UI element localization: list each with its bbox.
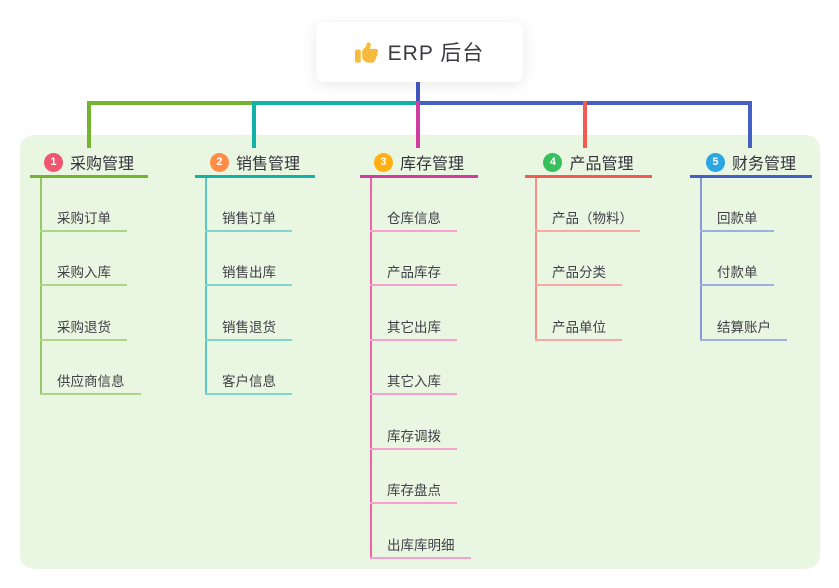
child-label: 销售退货 [222, 320, 276, 335]
branch-label: 销售管理 [235, 156, 300, 173]
child-node[interactable]: 产品库存 [370, 262, 457, 286]
child-node[interactable]: 库存盘点 [370, 480, 457, 504]
branch-underline [195, 175, 315, 178]
child-label: 销售订单 [222, 211, 276, 226]
branch-header-finance[interactable]: 5 财务管理 [690, 149, 812, 175]
badge-3: 3 [373, 152, 393, 172]
branch-underline [30, 175, 148, 178]
branch-spine [700, 178, 702, 341]
branch-purchase: 1 采购管理 采购订单 采购入库 采购退货 供应商信息 [30, 149, 148, 395]
child-label: 采购退货 [57, 320, 111, 335]
child-label: 回款单 [717, 211, 758, 226]
branch-label: 采购管理 [69, 156, 134, 173]
child-label: 采购订单 [57, 211, 111, 226]
branch-header-inventory[interactable]: 3 库存管理 [360, 149, 478, 175]
child-label: 产品库存 [387, 265, 441, 280]
child-label: 客户信息 [222, 374, 276, 389]
child-node[interactable]: 采购入库 [40, 262, 127, 286]
branch-finance: 5 财务管理 回款单 付款单 结算账户 [690, 149, 812, 341]
branch-header-product[interactable]: 4 产品管理 [525, 149, 652, 175]
badge-4: 4 [543, 152, 563, 172]
child-label: 采购入库 [57, 265, 111, 280]
branch-label: 产品管理 [569, 156, 634, 173]
child-node[interactable]: 其它入库 [370, 371, 457, 395]
child-node[interactable]: 采购退货 [40, 317, 127, 341]
child-node[interactable]: 产品（物料） [535, 208, 640, 232]
root-label: ERP 后台 [387, 42, 485, 65]
branch-inventory: 3 库存管理 仓库信息 产品库存 其它出库 其它入库 库存调拨 库存盘点 出库库… [360, 149, 478, 559]
connector-drop-finance [748, 101, 752, 148]
branch-spine [205, 178, 207, 395]
child-node[interactable]: 付款单 [700, 262, 774, 286]
branch-sales: 2 销售管理 销售订单 销售出库 销售退货 客户信息 [195, 149, 315, 395]
child-node[interactable]: 销售出库 [205, 262, 292, 286]
child-label: 其它出库 [387, 320, 441, 335]
child-label: 销售出库 [222, 265, 276, 280]
child-label: 供应商信息 [57, 374, 125, 389]
badge-5: 5 [705, 152, 725, 172]
child-node[interactable]: 其它出库 [370, 317, 457, 341]
connector-drop-purchase [87, 101, 91, 148]
child-label: 产品分类 [552, 265, 606, 280]
child-node[interactable]: 结算账户 [700, 317, 787, 341]
branch-header-purchase[interactable]: 1 采购管理 [30, 149, 148, 175]
thumbs-up-icon [354, 41, 378, 63]
badge-2: 2 [209, 152, 229, 172]
branch-underline [360, 175, 478, 178]
child-label: 库存盘点 [387, 483, 441, 498]
branch-spine [535, 178, 537, 341]
child-label: 出库库明细 [387, 538, 455, 553]
child-label: 其它入库 [387, 374, 441, 389]
branch-label: 财务管理 [731, 156, 796, 173]
child-label: 付款单 [717, 265, 758, 280]
child-node[interactable]: 回款单 [700, 208, 774, 232]
child-label: 产品单位 [552, 320, 606, 335]
connector-horizontal-teal [254, 101, 418, 105]
child-node[interactable]: 客户信息 [205, 371, 292, 395]
branch-product: 4 产品管理 产品（物料） 产品分类 产品单位 [525, 149, 652, 341]
connector-drop-inventory [416, 101, 420, 148]
child-node[interactable]: 库存调拨 [370, 426, 457, 450]
child-node[interactable]: 供应商信息 [40, 371, 141, 395]
branch-underline [690, 175, 812, 178]
branch-underline [525, 175, 652, 178]
branch-spine [370, 178, 372, 559]
connector-drop-product [583, 101, 587, 148]
branch-spine [40, 178, 42, 395]
connector-drop-sales [252, 101, 256, 148]
child-node[interactable]: 产品分类 [535, 262, 622, 286]
child-label: 结算账户 [717, 320, 771, 335]
child-node[interactable]: 出库库明细 [370, 535, 471, 559]
branch-label: 库存管理 [399, 156, 464, 173]
branch-header-sales[interactable]: 2 销售管理 [195, 149, 315, 175]
root-node[interactable]: ERP 后台 [316, 22, 523, 82]
connector-root-drop [416, 82, 420, 103]
child-label: 仓库信息 [387, 211, 441, 226]
child-node[interactable]: 产品单位 [535, 317, 622, 341]
map-panel [20, 135, 820, 569]
connector-horizontal-green [87, 101, 254, 105]
child-label: 产品（物料） [552, 211, 633, 226]
child-label: 库存调拨 [387, 429, 441, 444]
child-node[interactable]: 销售订单 [205, 208, 292, 232]
child-node[interactable]: 仓库信息 [370, 208, 457, 232]
child-node[interactable]: 采购订单 [40, 208, 127, 232]
child-node[interactable]: 销售退货 [205, 317, 292, 341]
badge-1: 1 [43, 152, 63, 172]
